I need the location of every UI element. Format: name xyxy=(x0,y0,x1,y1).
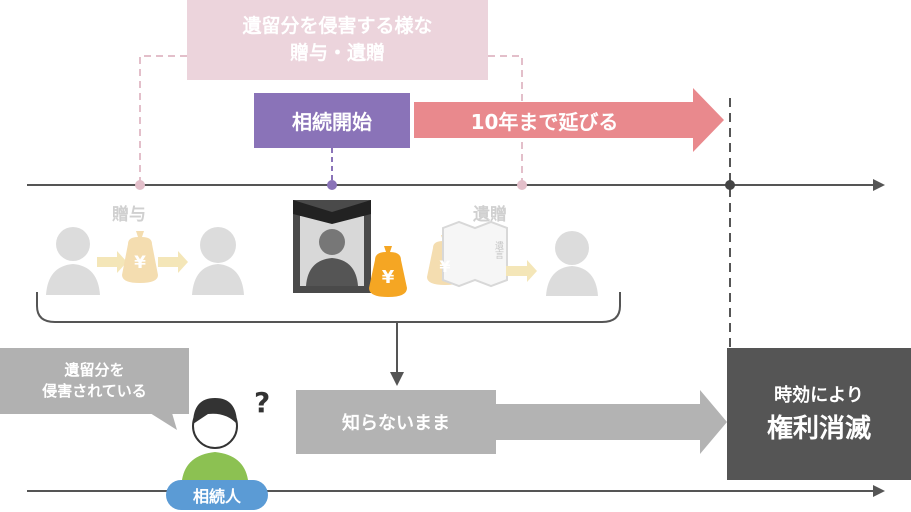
heir-badge: 相続人 xyxy=(166,480,268,510)
deceased-yen-symbol: ¥ xyxy=(382,267,395,288)
will-document-icon xyxy=(442,220,508,288)
expiry-point xyxy=(725,180,735,190)
bequest-label: 遺贈 xyxy=(473,205,507,225)
infringing-gift-note-line1: 遺留分を侵害する様な xyxy=(242,15,433,37)
speech-bubble-line2: 侵害されている xyxy=(42,382,147,400)
heir-person-icon xyxy=(182,398,248,480)
expiry-box: 時効により 権利消滅 xyxy=(727,348,911,480)
down-arrowhead xyxy=(390,372,404,386)
start-point xyxy=(327,180,337,190)
gift-point xyxy=(135,180,145,190)
unaware-box: 知らないまま xyxy=(296,390,496,454)
gift-money-bag-icon xyxy=(122,231,158,283)
expiry-line1: 時効により xyxy=(774,385,864,406)
gift-yen-symbol: ¥ xyxy=(134,253,146,273)
deceased-portrait-icon xyxy=(293,200,371,293)
grouping-bracket xyxy=(36,292,621,323)
bottom-timeline-arrowhead xyxy=(873,485,885,497)
bequest-point xyxy=(517,180,527,190)
recipient-person-icon xyxy=(192,227,244,295)
bubble-tail xyxy=(150,413,177,430)
infringing-gift-note: 遺留分を侵害する様な 贈与・遺贈 xyxy=(187,0,488,80)
beneficiary-person-icon xyxy=(546,231,598,296)
speech-bubble-line1: 遺留分を xyxy=(64,361,125,379)
deceased-money-bag-icon xyxy=(369,246,407,297)
inheritance-start-box: 相続開始 xyxy=(254,93,410,148)
gift-arrow-left xyxy=(97,251,127,273)
extension-label: 10年まで延びる xyxy=(470,109,619,134)
question-mark: ? xyxy=(254,386,270,419)
unaware-arrow xyxy=(496,390,727,454)
top-timeline-arrowhead xyxy=(873,179,885,191)
extension-arrow xyxy=(414,88,724,152)
bequest-yen-symbol: ¥ xyxy=(439,257,450,276)
giver-person-icon xyxy=(46,227,100,295)
gift-label: 贈与 xyxy=(112,205,146,225)
bequest-arrow xyxy=(506,260,537,282)
infringing-gift-note-line2: 贈与・遺贈 xyxy=(289,42,385,64)
gift-dashed-connector xyxy=(139,55,187,185)
speech-bubble: 遺留分を 侵害されている xyxy=(0,348,189,414)
expiry-line2: 権利消滅 xyxy=(766,414,871,444)
will-text: 遺言 xyxy=(493,240,504,260)
gift-arrow-right xyxy=(158,251,188,273)
bequest-dashed-connector xyxy=(488,55,523,185)
